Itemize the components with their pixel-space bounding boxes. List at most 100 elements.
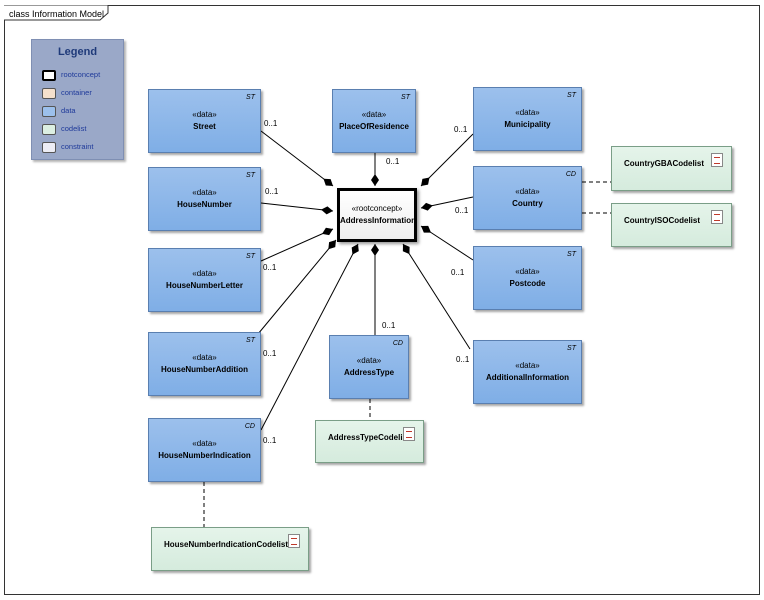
class-housenumber[interactable]: ST «data» HouseNumber: [148, 167, 261, 231]
class-stereotype: «data»: [515, 361, 540, 370]
association-housenumberaddition-diamond: [328, 240, 336, 250]
association-postcode-diamond: [421, 225, 432, 233]
class-stereotype: «data»: [192, 439, 217, 448]
class-stereotype: «data»: [356, 356, 382, 365]
class-stereotype: «data»: [515, 267, 540, 276]
class-name: HouseNumberAddition: [160, 365, 249, 374]
association-addresstype-diamond: [371, 244, 379, 256]
association-additionalinformation-diamond: [402, 244, 410, 255]
class-additionalinformation[interactable]: ST «data»AdditionalInformation: [473, 340, 582, 404]
legend-swatch: [42, 124, 56, 135]
association-street-diamond: [323, 178, 333, 186]
codelist-name: HouseNumberIndicationCodelist: [164, 540, 289, 549]
association-placeofresidence-diamond: [371, 174, 379, 186]
class-housenumberindication[interactable]: CD «data» HouseNumberIndication: [148, 418, 261, 482]
frame-title-tab: [4, 5, 109, 21]
association-housenumberaddition: [257, 239, 337, 335]
type-tag: CD: [392, 340, 403, 347]
document-icon: [288, 534, 300, 548]
class-placeofresidence[interactable]: ST «data»PlaceOfResidence: [332, 89, 416, 153]
class-stereotype: «data»: [192, 188, 217, 197]
class-stereotype: «data»: [515, 187, 540, 196]
class-municipality[interactable]: ST «data» Municipality: [473, 87, 582, 151]
codelist-name: AddressTypeCodelist: [328, 433, 410, 442]
class-name: HouseNumberLetter: [166, 281, 243, 290]
class-name: Municipality: [504, 120, 551, 129]
legend-label: data: [61, 106, 76, 115]
class-country[interactable]: CD «data» Country: [473, 166, 582, 230]
multiplicity-additionalinformation: 0..1: [456, 355, 470, 364]
legend-swatch: [42, 142, 56, 153]
codelist-addresstype[interactable]: AddressTypeCodelist: [315, 420, 424, 463]
association-additionalinformation: [402, 243, 471, 350]
multiplicity-country: 0..1: [455, 206, 469, 215]
class-name: AddressType: [343, 368, 395, 377]
multiplicity-housenumber: 0..1: [265, 187, 279, 196]
association-municipality: [420, 133, 474, 187]
class-name: AdditionalInformation: [485, 373, 570, 382]
legend-label: codelist: [61, 124, 87, 133]
association-municipality-diamond: [421, 177, 430, 186]
class-stereotype: «data»: [192, 353, 217, 362]
association-country-diamond: [421, 202, 433, 211]
diagram-title: class Information Model: [9, 9, 105, 19]
type-tag: ST: [567, 92, 576, 99]
legend-swatch: [42, 88, 56, 99]
association-housenumberindication-diamond: [351, 244, 359, 255]
class-name: Country: [512, 199, 543, 208]
class-stereotype: «data»: [515, 108, 540, 117]
multiplicity-street: 0..1: [264, 119, 278, 128]
legend-swatch: [42, 70, 56, 81]
multiplicity-addresstype: 0..1: [382, 321, 396, 330]
legend: Legend rootconcept container data codeli…: [31, 39, 124, 160]
root-class-addressinformation[interactable]: «rootconcept» AddressInformation: [337, 188, 417, 242]
legend-label: constraint: [61, 142, 94, 151]
codelist-countrygba[interactable]: CountryGBACodelist: [611, 146, 732, 191]
class-name: Street: [193, 122, 216, 131]
type-tag: CD: [565, 171, 576, 178]
multiplicity-housenumberletter: 0..1: [263, 263, 277, 272]
type-tag: ST: [246, 172, 255, 179]
legend-swatch: [42, 106, 56, 117]
multiplicity-housenumberindication: 0..1: [263, 436, 277, 445]
class-name: Postcode: [509, 279, 546, 288]
multiplicity-municipality: 0..1: [454, 125, 468, 134]
class-addresstype[interactable]: CD «data» AddressType: [329, 335, 409, 399]
class-stereotype: «data»: [192, 269, 217, 278]
type-tag: CD: [244, 423, 255, 430]
document-icon: [711, 153, 723, 167]
document-icon: [711, 210, 723, 224]
class-housenumberletter[interactable]: ST «data» HouseNumberLetter: [148, 248, 261, 312]
association-housenumberletter-diamond: [322, 227, 333, 236]
class-name: HouseNumberIndication: [158, 451, 251, 460]
document-icon: [403, 427, 415, 441]
type-tag: ST: [246, 253, 255, 260]
class-stereotype: «data»: [192, 110, 217, 119]
codelist-housenumberindication[interactable]: HouseNumberIndicationCodelist: [151, 527, 309, 571]
type-tag: ST: [246, 337, 255, 344]
class-housenumberaddition[interactable]: ST «data» HouseNumberAddition: [148, 332, 261, 396]
association-street: [260, 130, 334, 187]
association-housenumberletter: [260, 228, 334, 262]
codelist-name: CountryGBACodelist: [624, 159, 704, 168]
association-housenumberindication: [260, 243, 359, 431]
codelist-countryiso[interactable]: CountryISOCodelist: [611, 203, 732, 247]
multiplicity-placeofresidence: 0..1: [386, 157, 400, 166]
codelist-name: CountryISOCodelist: [624, 216, 701, 225]
legend-label: container: [61, 88, 92, 97]
class-name: HouseNumber: [177, 200, 232, 209]
root-stereotype: «rootconcept»: [351, 204, 403, 213]
multiplicity-housenumberaddition: 0..1: [263, 349, 277, 358]
type-tag: ST: [246, 94, 255, 101]
legend-label: rootconcept: [61, 70, 101, 79]
class-stereotype: «data»: [361, 110, 387, 119]
type-tag: ST: [567, 251, 576, 258]
type-tag: ST: [401, 94, 410, 101]
legend-title: Legend: [57, 46, 98, 58]
root-name: AddressInformation: [340, 216, 417, 225]
multiplicity-postcode: 0..1: [451, 268, 465, 277]
class-street[interactable]: ST «data» Street: [148, 89, 261, 153]
class-postcode[interactable]: ST «data» Postcode: [473, 246, 582, 310]
association-housenumber: [260, 202, 334, 212]
